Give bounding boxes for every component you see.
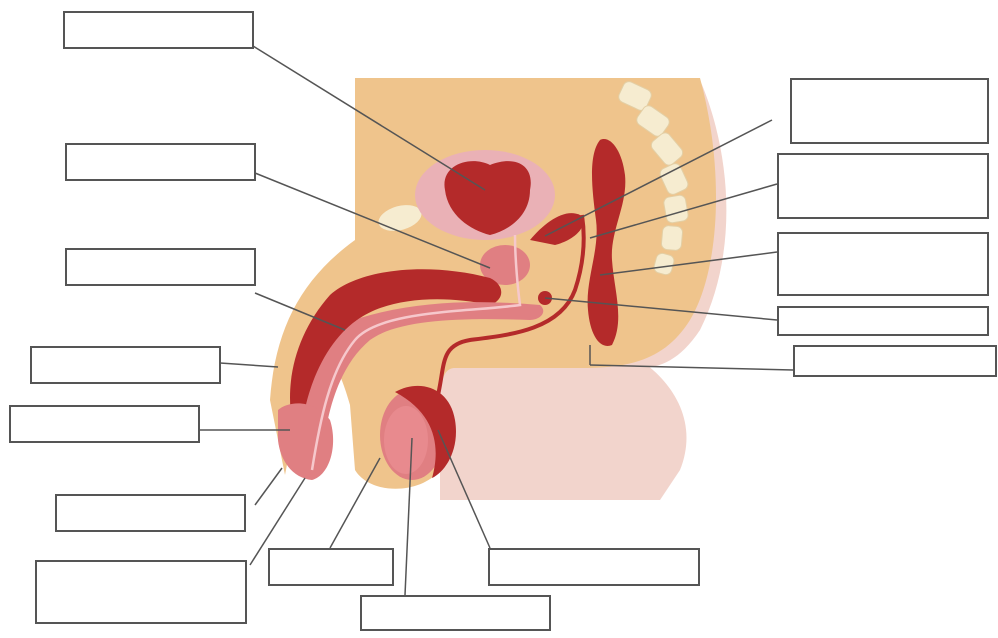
label-box-9[interactable] [360,595,551,631]
leader-line-4 [220,363,278,367]
leader-line-8 [330,458,380,548]
label-box-13[interactable] [777,232,989,296]
label-box-12[interactable] [777,153,989,219]
label-box-3[interactable] [65,248,256,286]
leader-line-6 [255,468,282,505]
label-box-6[interactable] [55,494,246,532]
label-box-7[interactable] [35,560,247,624]
label-box-14[interactable] [777,306,989,336]
label-box-11[interactable] [790,78,989,144]
label-box-5[interactable] [9,405,200,443]
glans-penis [278,403,333,480]
label-box-15[interactable] [793,345,997,377]
label-box-2[interactable] [65,143,256,181]
testis [384,406,428,474]
label-box-4[interactable] [30,346,221,384]
label-box-10[interactable] [488,548,700,586]
label-box-1[interactable] [63,11,254,49]
leg-buttock-skin [440,360,686,500]
label-box-8[interactable] [268,548,394,586]
